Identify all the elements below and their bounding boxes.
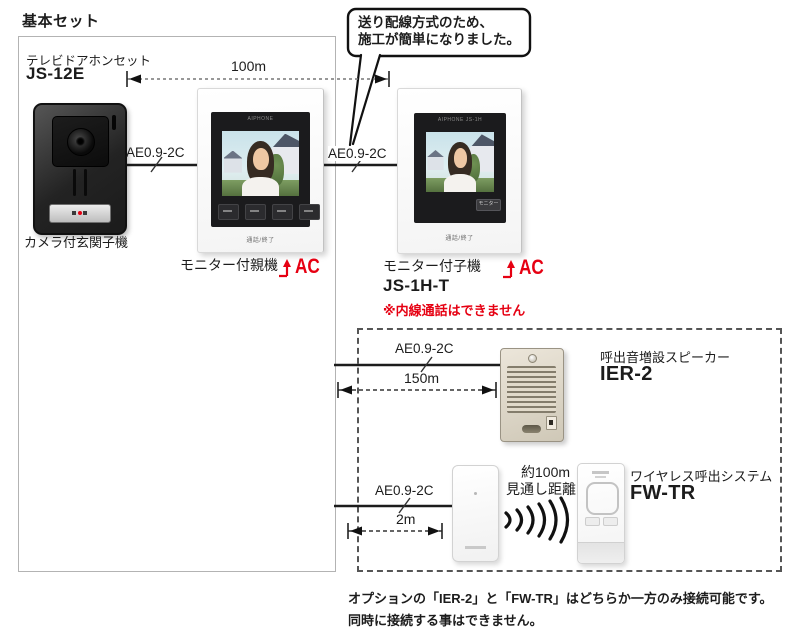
call-led-icon <box>78 211 82 215</box>
fwtr-range-line2: 見通し距離 <box>506 481 576 497</box>
speaker-outline-icon <box>586 482 619 515</box>
sub-label: モニター付子機 <box>383 258 481 274</box>
door-station-label: カメラ付玄関子機 <box>24 235 129 250</box>
receiver-base <box>578 542 624 563</box>
button-mark <box>83 211 87 215</box>
sub-monitor-button: モニター <box>476 199 501 211</box>
master-brand-text: AIPHONE <box>247 116 274 122</box>
page-title: 基本セット <box>22 13 100 30</box>
visitor-graphic <box>453 147 468 168</box>
house-graphic <box>427 150 444 171</box>
fwtr-receiver-device <box>577 463 625 564</box>
master-label-group: モニター付親機 AC <box>180 255 325 279</box>
master-screen <box>222 131 299 196</box>
master-label: モニター付親機 <box>180 257 278 273</box>
master-bezel: AIPHONE <box>211 112 320 227</box>
visitor-graphic <box>253 147 269 170</box>
ac-power-icon <box>279 259 291 278</box>
callout-line2: 施工が簡単になりました。 <box>358 32 520 47</box>
speaker-grille-icon <box>507 366 556 413</box>
volume-switch <box>546 416 557 430</box>
master-buttons <box>218 204 320 220</box>
fwtr-model-label: FW-TR <box>630 482 696 504</box>
master-caption: 通話/終了 <box>246 238 275 244</box>
cable-label-ier: AE0.9-2C <box>395 341 454 356</box>
visitor-graphic <box>443 174 477 192</box>
sub-model-label: JS-1H-T <box>383 276 450 295</box>
fwtr-range-line1: 約100m <box>521 464 571 480</box>
distance-100m-label: 100m <box>231 58 267 74</box>
footer-line2: 同時に接続する事はできません。 <box>348 613 543 628</box>
option-dashed-box <box>357 328 782 572</box>
sub-brand-text: AIPHONE JS-1H <box>437 117 483 123</box>
ac-power-icon <box>503 260 515 279</box>
sub-screen <box>426 132 494 192</box>
sub-ac-label: AC <box>519 256 544 279</box>
callout-text: 送り配線方式のため、 施工が簡単になりました。 <box>348 9 530 53</box>
door-call-button <box>49 204 111 223</box>
ier2-speaker-device <box>500 348 564 442</box>
set-model-label: JS-12E <box>26 64 85 83</box>
footer-line1: オプションの「IER-2」と「FW-TR」はどちらか一方のみ接続可能です。 <box>348 591 773 606</box>
fwtr-transmitter-device <box>452 465 499 562</box>
speaker-slit-icon <box>73 169 76 196</box>
function-button <box>299 204 320 220</box>
cable-label-door: AE0.9-2C <box>126 145 185 160</box>
label-marking <box>592 471 609 474</box>
camera-panel <box>52 116 109 167</box>
sub-bezel: AIPHONE JS-1H モニター <box>414 113 506 223</box>
sub-monitor-device: AIPHONE JS-1H モニター 通話/終了 <box>397 88 522 254</box>
monitor-button <box>218 204 239 220</box>
sub-note-label: ※内線通話はできません <box>383 303 526 318</box>
distance-150m-label: 150m <box>404 370 440 386</box>
ier2-label: 呼出音増設スピーカー <box>600 350 731 365</box>
button-mark <box>72 211 76 215</box>
basic-set-box <box>18 36 336 572</box>
callout-line1: 送り配線方式のため、 <box>358 15 493 30</box>
sub-caption: 通話/終了 <box>445 236 474 242</box>
door-station-device <box>33 103 127 235</box>
camera-lens-icon <box>67 128 95 156</box>
receiver-button <box>603 517 618 526</box>
master-monitor-device: AIPHONE 通話/終了 <box>197 88 324 253</box>
speaker-base <box>522 425 541 433</box>
ier2-model-label: IER-2 <box>600 363 653 385</box>
screw-icon <box>528 354 537 363</box>
label-marking <box>595 476 606 478</box>
fwtr-label: ワイヤレス呼出システム <box>630 469 773 484</box>
master-ac-label: AC <box>295 255 320 278</box>
sub-label-group: モニター付子機 AC <box>383 256 549 280</box>
cable-label-fw: AE0.9-2C <box>375 483 434 498</box>
function-button <box>272 204 293 220</box>
visitor-graphic <box>242 176 279 196</box>
mic-slot-icon <box>112 115 116 130</box>
speaker-slit-icon <box>84 169 87 196</box>
set-type-label: テレビドアホンセット <box>26 54 152 68</box>
receiver-button <box>585 517 600 526</box>
model-marking <box>465 546 486 549</box>
talk-button <box>245 204 266 220</box>
house-graphic <box>223 150 242 173</box>
led-dot-icon <box>474 492 477 495</box>
cable-label-sub: AE0.9-2C <box>328 146 387 161</box>
distance-2m-label: 2m <box>396 511 416 527</box>
